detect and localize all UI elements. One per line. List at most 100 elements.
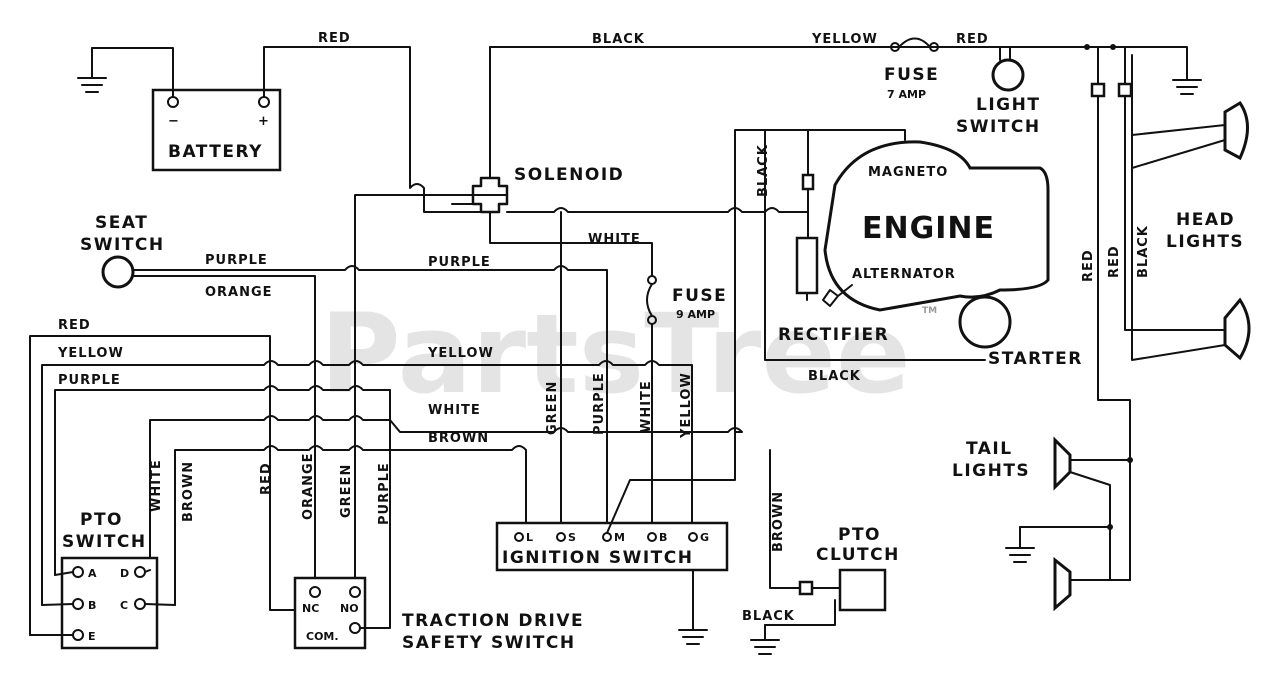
wire-brown-bus bbox=[174, 445, 527, 606]
ign-term-g: G bbox=[700, 531, 709, 544]
battery-ground-wire bbox=[91, 47, 174, 98]
starter: STARTER bbox=[958, 295, 1083, 369]
wire-label-brown-pto: BROWN bbox=[181, 461, 196, 522]
starter-label: STARTER bbox=[988, 349, 1083, 369]
wires-taillights bbox=[1019, 471, 1111, 581]
wire-label-purple-bus: PURPLE bbox=[58, 373, 121, 388]
wire-label-black-engine: BLACK bbox=[756, 144, 771, 197]
wire-label-red-bus: RED bbox=[58, 318, 91, 333]
ignition-switch-label: IGNITION SWITCH bbox=[502, 548, 693, 568]
wire-label-brown-clutch: BROWN bbox=[771, 491, 786, 552]
wire-label-yellow-mid: YELLOW bbox=[427, 346, 494, 361]
pto-term-e: E bbox=[88, 630, 96, 643]
traction-drive-safety-switch: NC NO COM. TRACTION DRIVE SAFETY SWITCH bbox=[293, 576, 584, 653]
wire-label-red-fuse: RED bbox=[956, 32, 989, 47]
connector bbox=[798, 580, 814, 596]
wire-label-purple-mid: PURPLE bbox=[428, 255, 491, 270]
wire-label-black-top: BLACK bbox=[592, 32, 645, 47]
fuse-9-rating: 9 AMP bbox=[676, 308, 715, 321]
wire-solenoid-to-rectifier bbox=[506, 207, 809, 239]
solenoid: SOLENOID bbox=[471, 165, 624, 214]
wire-label-purple-ignition: PURPLE bbox=[592, 372, 607, 435]
wire-label-purple-traction: PURPLE bbox=[377, 462, 392, 525]
solenoid-label: SOLENOID bbox=[514, 165, 624, 185]
light-switch: LIGHT SWITCH bbox=[956, 58, 1040, 137]
wire-label-red-top: RED bbox=[318, 31, 351, 46]
wire-black-clutch bbox=[764, 587, 841, 626]
ign-term-s: S bbox=[568, 531, 576, 544]
wire-light-switch-out bbox=[1009, 46, 1188, 61]
pto-clutch-label-2: CLUTCH bbox=[816, 545, 900, 565]
wire-label-white-solenoid: WHITE bbox=[588, 232, 641, 247]
ground-symbol-taillights bbox=[1005, 526, 1035, 563]
tail-lights-label-2: LIGHTS bbox=[952, 461, 1030, 481]
headlight-bottom bbox=[1223, 297, 1251, 361]
traction-term-no: NO bbox=[340, 602, 359, 615]
wire-m-to-engine bbox=[606, 431, 736, 534]
fuse-7-amp: FUSE 7 AMP bbox=[799, 37, 939, 101]
traction-term-nc: NC bbox=[302, 602, 319, 615]
wire-black-starter bbox=[764, 129, 986, 361]
wire-label-red-light-1: RED bbox=[1081, 249, 1096, 282]
battery-label: BATTERY bbox=[168, 142, 263, 162]
pto-switch-label-2: SWITCH bbox=[62, 532, 147, 552]
battery-neg-label: − bbox=[168, 114, 180, 129]
battery: − + BATTERY bbox=[151, 88, 282, 172]
wire-label-red-traction: RED bbox=[259, 462, 274, 495]
ign-term-l: L bbox=[526, 531, 533, 544]
pto-switch: PTO SWITCH A D B C E bbox=[60, 510, 159, 650]
wire-label-black-light: BLACK bbox=[1136, 225, 1151, 278]
wire-solenoid-to-traction bbox=[354, 194, 508, 601]
wire-label-orange-traction: ORANGE bbox=[301, 452, 316, 520]
traction-label-1: TRACTION DRIVE bbox=[402, 611, 584, 631]
pto-term-a: A bbox=[88, 567, 97, 580]
ign-term-b: B bbox=[659, 531, 667, 544]
wire-label-green-traction: GREEN bbox=[339, 464, 354, 518]
ground-symbol-battery bbox=[77, 47, 107, 93]
headlight-top bbox=[1223, 100, 1249, 161]
wire-label-white-pto: WHITE bbox=[149, 459, 164, 512]
pto-term-b: B bbox=[88, 599, 96, 612]
traction-label-2: SAFETY SWITCH bbox=[402, 633, 576, 653]
wires-headlights bbox=[1097, 46, 1226, 581]
traction-term-com: COM. bbox=[306, 630, 339, 643]
junction-dot bbox=[1127, 457, 1133, 463]
junction-dot bbox=[1084, 44, 1090, 50]
wire-label-yellow-bus: YELLOW bbox=[57, 346, 124, 361]
wire-purple-seat bbox=[132, 265, 608, 531]
ground-symbol-ignition bbox=[678, 539, 708, 645]
wire-label-brown-bus: BROWN bbox=[428, 431, 489, 446]
ground-symbol-headlights bbox=[1172, 47, 1202, 95]
head-lights-label-2: LIGHTS bbox=[1166, 232, 1244, 252]
wire-purple-bus bbox=[54, 385, 391, 601]
watermark: PartsTree bbox=[320, 290, 911, 418]
fuse-9-label: FUSE bbox=[672, 286, 727, 306]
ign-term-m: M bbox=[614, 531, 625, 544]
wire-label-black-clutch: BLACK bbox=[742, 609, 795, 624]
ignition-switch: L S M B G IGNITION SWITCH bbox=[495, 521, 729, 572]
wire-label-green-ignition: GREEN bbox=[545, 381, 560, 435]
junction-dot bbox=[1107, 524, 1113, 530]
pto-clutch-label-1: PTO bbox=[838, 525, 881, 545]
seat-switch-label-2: SWITCH bbox=[80, 235, 165, 255]
connector bbox=[1117, 82, 1133, 98]
head-lights-label-1: HEAD bbox=[1176, 210, 1235, 230]
tail-light-bottom bbox=[1053, 556, 1131, 612]
engine: MAGNETO ENGINE ALTERNATOR bbox=[823, 140, 1050, 312]
wire-label-white-ignition: WHITE bbox=[639, 380, 654, 433]
wire-white-bus bbox=[149, 129, 906, 571]
wire-orange-seat bbox=[132, 275, 316, 601]
trademark: TM bbox=[922, 306, 937, 316]
wire-label-red-light-2: RED bbox=[1107, 245, 1122, 278]
wire-brown-clutch bbox=[769, 449, 801, 589]
light-switch-label-1: LIGHT bbox=[976, 95, 1040, 115]
rectifier-label: RECTIFIER bbox=[778, 325, 889, 345]
pto-term-c: C bbox=[120, 599, 128, 612]
fuse-7-rating: 7 AMP bbox=[887, 88, 926, 101]
wire-white-solenoid-fuse bbox=[489, 211, 653, 276]
pto-clutch: PTO CLUTCH bbox=[816, 525, 900, 612]
wire-label-yellow-ignition: YELLOW bbox=[679, 372, 694, 439]
tail-lights-label-1: TAIL bbox=[966, 439, 1013, 459]
